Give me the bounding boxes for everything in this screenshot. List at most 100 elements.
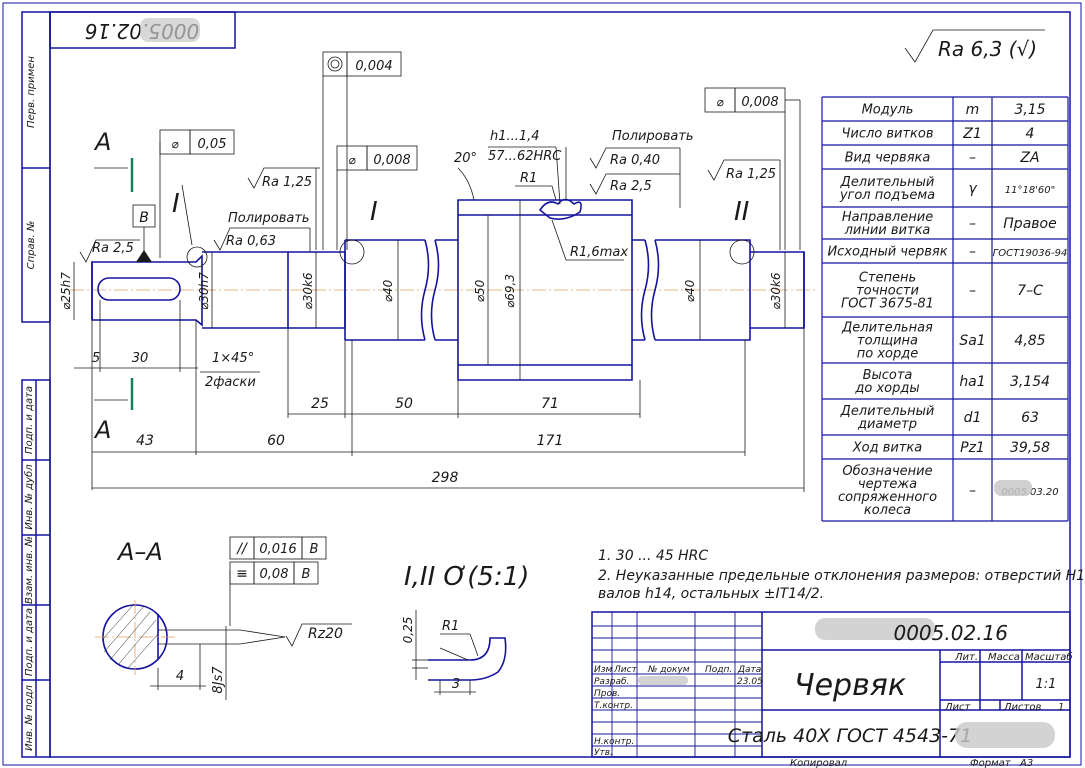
param-name: Делительная [841,321,933,336]
svg-text:⌀: ⌀ [171,137,179,151]
param-symbol: d1 [964,410,982,426]
dia-6: ⌀40 [683,279,697,302]
param-name: Исходный червяк [827,245,947,260]
margin-label-4: Взам. инв. № [24,536,35,604]
note-2: валов h14, остальных ±IT14/2. [598,586,824,602]
tol-runout-left: 0,05 [198,137,227,152]
dim-chamfer2: 2фаски [205,375,256,390]
callout-hrc: 57...62HRC [488,149,562,164]
tb-h-0: Изм [594,665,613,675]
polish-a: Полировать [228,211,310,226]
param-name: чертежа [858,477,917,492]
param-value: 4 [1026,126,1035,142]
callout-i-1: I [172,189,180,219]
param-name: Вид червяка [845,151,931,166]
aa-datum-2: B [302,567,311,582]
worm-shaft [70,198,815,381]
diameter-dimensions: ⌀25h7 ⌀30h7 ⌀30k6 ⌀40 ⌀50 ⌀69,3 ⌀40 ⌀30k… [59,200,786,380]
svg-text:≡: ≡ [236,566,248,582]
param-name: линии витка [844,223,931,238]
tb-h-2: № докум [647,665,690,675]
length-dimensions: 5 30 1×45° 2фаски 25 50 71 43 60 171 298 [74,300,805,492]
param-name: Модуль [862,103,914,118]
margin-label-2: Подп. и дата [24,386,35,454]
aa-d4: 4 [176,669,184,684]
tb-role-3: Н.контр. [594,737,634,747]
margin-label-0: Перв. примен [26,56,37,128]
tb-scale-val: 1:1 [1036,677,1057,692]
dia-7: ⌀30k6 [769,272,783,309]
dia-5: ⌀69,3 [503,274,517,308]
detail-title: I,II Ơ(5:1) [404,562,529,592]
note-1: 2. Неуказанные предельные отклонения раз… [598,568,1085,584]
param-name: точности [856,284,919,299]
param-name: Высота [863,368,913,383]
tb-lit: Лит. [954,652,978,663]
tb-copied: Копировал [790,758,848,768]
tb-sheets-val: 1 [1058,702,1064,713]
tb-sheet: Лист [944,702,972,713]
param-name: по хорде [857,347,918,362]
param-value: 7–C [1017,283,1043,299]
section-a-top: A [93,128,111,156]
ra-25-worm: Ra 2,5 [610,179,652,194]
svg-text:⌀: ⌀ [348,153,356,167]
callout-r1: R1 [520,171,537,186]
margin-label-5: Подп. и дата [24,608,35,676]
svg-text://: // [235,541,248,557]
detail-w: 3 [452,677,460,692]
ra-25-left: Ra 2,5 [92,241,134,256]
dim-chamfer: 1×45° [212,351,254,366]
aa-rz: Rz20 [308,626,343,642]
tb-role-1: Пров. [594,689,620,699]
param-name: Степень [859,271,916,286]
detail-r1: R1 [442,619,459,634]
tb-format: Формат [970,758,1012,768]
param-name: ГОСТ 3675-81 [841,297,934,312]
param-value: 3,15 [1014,102,1045,118]
detail-callouts: I I II [172,184,755,268]
dim-60: 60 [267,433,285,449]
top-left-stamp: 0005.02.16 [49,11,236,49]
roughness-general-text: Ra 6,3 (√) [938,37,1037,61]
callout-r16: R1,6max [570,245,628,260]
tb-material: Сталь 40Х ГОСТ 4543-71 [728,725,972,747]
section-aa-view: A–A Rz20 4 8Js7 // 0,016 B ≡ [95,536,352,700]
param-name: до хорды [854,381,919,396]
datum-b-label: B [139,210,149,226]
aa-datum-1: B [310,542,319,557]
param-name: Обозначение [842,464,932,479]
left-margin-strip: Перв. примен Справ. № Подп. и дата Инв. … [21,11,51,758]
aa-js: 8Js7 [211,666,226,694]
param-name: Число витков [841,127,933,142]
ra-125-a: Ra 1,25 [262,175,312,190]
detail-h: 0,25 [401,617,415,644]
tb-name: Червяк [794,668,906,703]
param-value: 39,58 [1010,440,1050,456]
param-value: 11°18'60" [1005,185,1056,196]
param-name: Направление [842,210,933,225]
section-aa-title: A–A [116,538,163,566]
general-roughness: Ra 6,3 (√) [904,29,1045,63]
dim-5: 5 [92,351,100,366]
ra-125-b: Ra 1,25 [726,167,776,182]
tb-format-val: А3 [1019,758,1033,768]
param-value: ZA [1019,150,1039,166]
param-name: Делительный [840,404,935,419]
param-name: угол подъема [839,188,935,203]
param-name: толщина [857,334,918,349]
dia-3: ⌀40 [381,279,395,302]
param-symbol: γ [968,181,977,197]
ra-063: Ra 0,63 [226,234,276,249]
param-name: сопряженного [838,490,937,505]
tb-role-2: Т.контр. [594,701,633,711]
ra-040: Ra 0,40 [610,153,660,168]
detail-view: I,II Ơ(5:1) R1 0,25 3 [401,562,529,695]
callout-ii: II [734,197,749,227]
param-symbol: – [969,244,976,260]
tb-h-1: Лист [613,665,638,675]
dim-71: 71 [541,396,559,412]
margin-label-1: Справ. № [26,221,37,270]
